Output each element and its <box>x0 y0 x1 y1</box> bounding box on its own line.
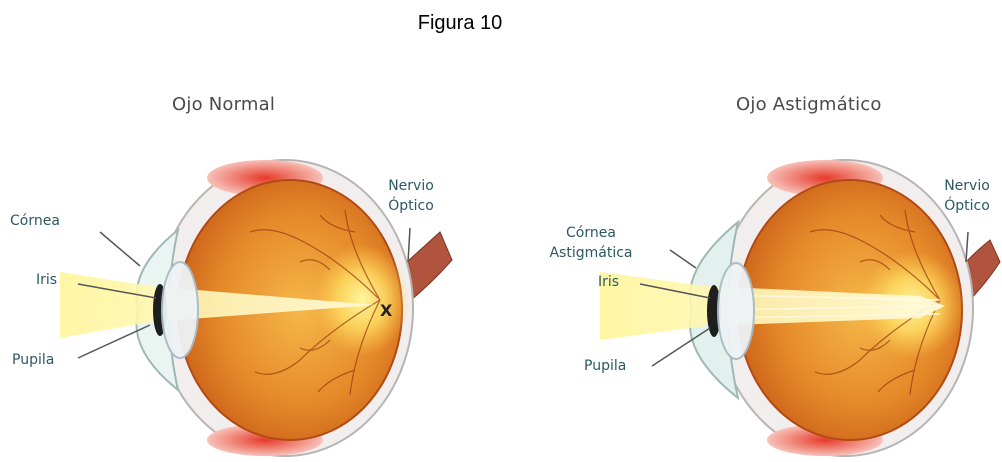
label-cornea-line2: Astigmática <box>548 243 634 263</box>
leader-cornea <box>100 232 140 266</box>
label-pupila: Pupila <box>584 356 626 376</box>
lens <box>718 263 754 359</box>
normal-eye-panel: Ojo Normal <box>0 0 470 462</box>
leader-nervio <box>408 228 410 262</box>
label-iris: Iris <box>36 270 57 290</box>
focus-mark: X <box>380 301 393 320</box>
label-pupila: Pupila <box>12 350 54 370</box>
label-cornea: Córnea <box>10 211 60 231</box>
label-nervio-line2: Óptico <box>376 196 446 216</box>
lens <box>162 262 198 358</box>
label-cornea-astigmatica: Córnea Astigmática <box>548 223 634 263</box>
label-nervio-optico: Nervio Óptico <box>376 176 446 216</box>
leader-nervio <box>966 232 968 262</box>
label-nervio-line1: Nervio <box>934 176 1000 196</box>
label-nervio-line2: Óptico <box>934 196 1000 216</box>
label-nervio-optico: Nervio Óptico <box>934 176 1000 216</box>
retina-focus <box>314 244 410 356</box>
label-nervio-line1: Nervio <box>376 176 446 196</box>
astigmatic-eye-panel: Ojo Astigmático <box>500 0 1002 462</box>
normal-eye-diagram: X <box>0 0 470 462</box>
label-iris: Iris <box>598 272 619 292</box>
leader-cornea <box>670 250 696 268</box>
label-cornea-line1: Córnea <box>548 223 634 243</box>
